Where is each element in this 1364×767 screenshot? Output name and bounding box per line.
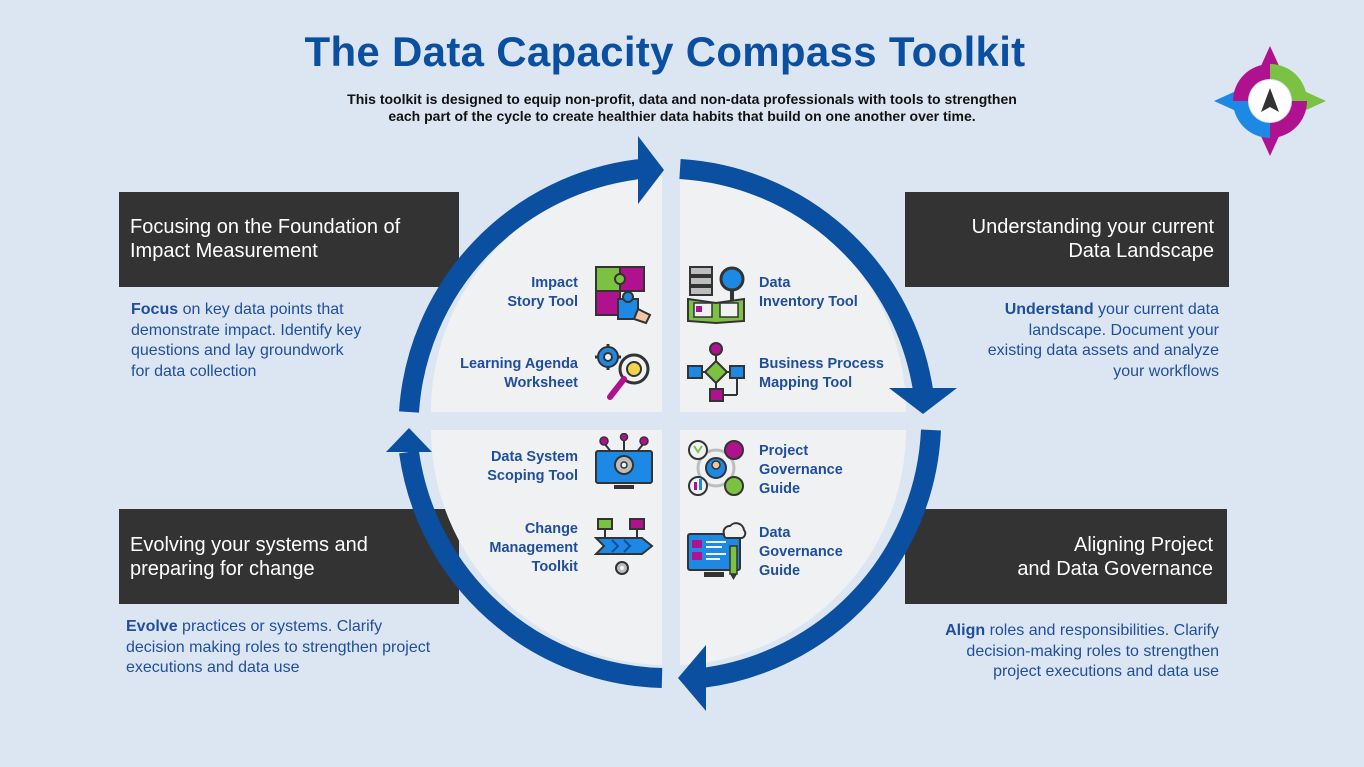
tool-data-system-scoping[interactable]: Data System Scoping Tool — [440, 448, 578, 486]
band-top-left: Focusing on the Foundation of Impact Mea… — [119, 192, 459, 287]
desc-bottom-right-line1: roles and responsibilities. Clarify — [985, 622, 1219, 639]
subtitle-line-1: This toolkit is designed to equip non-pr… — [347, 91, 1017, 107]
tool-impact-story[interactable]: Impact Story Tool — [440, 274, 578, 312]
heading-bottom-left-line2: preparing for change — [130, 558, 315, 580]
tool-business-process[interactable]: Business Process Mapping Tool — [759, 355, 899, 393]
desc-bottom-left-bold: Evolve — [126, 618, 178, 635]
tool-data-system-scoping-line1: Data System — [490, 449, 578, 465]
desc-bottom-left-line1: practices or systems. Clarify — [177, 618, 383, 635]
desc-bottom-left: Evolve practices or systems. Clarify dec… — [126, 617, 486, 679]
desc-top-left-line1: on key data points that — [178, 301, 344, 318]
tool-impact-story-line2: Story Tool — [507, 294, 578, 310]
arc-bottom-left — [399, 450, 663, 688]
desc-bottom-right: Align roles and responsibilities. Clarif… — [880, 621, 1219, 683]
desc-bottom-left-line2: decision making roles to strengthen proj… — [126, 638, 431, 656]
tool-change-management-line2: Management — [489, 540, 578, 556]
arrowhead-bottom — [678, 645, 706, 711]
tool-impact-story-line1: Impact — [531, 275, 578, 291]
desc-bottom-right-line2: decision-making roles to strengthen — [966, 642, 1219, 660]
arc-bottom-right — [700, 429, 941, 688]
tool-data-governance-line2: Governance — [759, 544, 843, 560]
tool-change-management-line3: Toolkit — [531, 559, 578, 575]
band-bottom-right: Aligning Project and Data Governance — [905, 509, 1227, 604]
tool-change-management[interactable]: Change Management Toolkit — [440, 520, 578, 577]
arrowhead-top — [638, 136, 664, 204]
compass-logo-icon — [1214, 46, 1326, 156]
monitor-cloud-icon — [687, 522, 747, 580]
heading-top-right-line2: Data Landscape — [1068, 240, 1214, 262]
process-arrows-icon — [594, 518, 654, 575]
desc-top-right-bold: Understand — [1004, 301, 1094, 318]
tool-data-governance[interactable]: Data Governance Guide — [759, 524, 899, 581]
desc-top-left-line2: demonstrate impact. Identify key — [131, 321, 362, 339]
monitor-gear-icon — [595, 433, 653, 489]
subtitle-line-2: each part of the cycle to create healthi… — [388, 108, 976, 124]
desc-bottom-right-bold: Align — [945, 622, 986, 639]
tool-data-governance-line3: Guide — [759, 563, 801, 579]
desc-top-right-line4: your workflows — [1113, 362, 1219, 380]
arc-top-left — [399, 159, 642, 413]
tool-data-inventory-line1: Data — [759, 275, 791, 291]
tool-data-inventory-line2: Inventory Tool — [759, 294, 858, 310]
desc-top-right-line1: your current data — [1093, 301, 1219, 318]
flowchart-icon — [687, 342, 745, 402]
arrowhead-left — [386, 428, 432, 452]
arrowhead-right — [889, 388, 957, 414]
desc-bottom-left-line3: executions and data use — [126, 659, 300, 676]
tool-business-process-line1: Business Process — [759, 356, 884, 372]
desc-bottom-right-line3: project executions and data use — [993, 663, 1219, 680]
desc-top-left-line3: questions and lay groundwork — [131, 342, 344, 359]
heading-top-left-line2: Impact Measurement — [130, 240, 318, 262]
page-title: The Data Capacity Compass Toolkit — [304, 28, 1026, 75]
band-top-right: Understanding your current Data Landscap… — [905, 192, 1229, 287]
tool-learning-agenda-line1: Learning Agenda — [460, 356, 578, 372]
desc-top-left-bold: Focus — [131, 301, 179, 318]
desc-top-left-line4: for data collection — [131, 362, 257, 380]
heading-bottom-right-line2: and Data Governance — [1017, 558, 1213, 580]
heading-top-right-line1: Understanding your current — [971, 216, 1214, 238]
server-magnifier-icon — [687, 266, 745, 325]
tool-data-governance-line1: Data — [759, 525, 791, 541]
heading-top-left-line1: Focusing on the Foundation of — [130, 216, 401, 238]
tool-learning-agenda[interactable]: Learning Agenda Worksheet — [440, 355, 578, 393]
tool-learning-agenda-line2: Worksheet — [504, 375, 578, 391]
tool-project-governance[interactable]: Project Governance Guide — [759, 442, 899, 499]
tool-data-inventory[interactable]: Data Inventory Tool — [759, 274, 899, 312]
tool-project-governance-line3: Guide — [759, 481, 801, 497]
gear-lightbulb-icon — [595, 344, 650, 400]
puzzle-icon — [595, 266, 652, 325]
tool-project-governance-line1: Project — [759, 443, 809, 459]
heading-bottom-left-line1: Evolving your systems and — [130, 534, 368, 556]
tool-data-system-scoping-line2: Scoping Tool — [487, 468, 578, 484]
band-bottom-left: Evolving your systems and preparing for … — [119, 509, 459, 604]
desc-top-right-line2: landscape. Document your — [1028, 321, 1219, 339]
heading-bottom-right-line1: Aligning Project — [1074, 534, 1213, 556]
people-cycle-icon — [688, 440, 744, 496]
desc-top-left: Focus on key data points that demonstrat… — [131, 300, 431, 382]
quadrant-top-right — [680, 176, 907, 412]
tool-change-management-line1: Change — [524, 521, 578, 537]
tool-project-governance-line2: Governance — [759, 462, 843, 478]
arc-top-right — [679, 159, 933, 392]
desc-top-right: Understand your current data landscape. … — [930, 300, 1219, 382]
tool-business-process-line2: Mapping Tool — [759, 375, 853, 391]
quadrant-bottom-left — [431, 430, 662, 665]
desc-top-right-line3: existing data assets and analyze — [987, 342, 1219, 359]
